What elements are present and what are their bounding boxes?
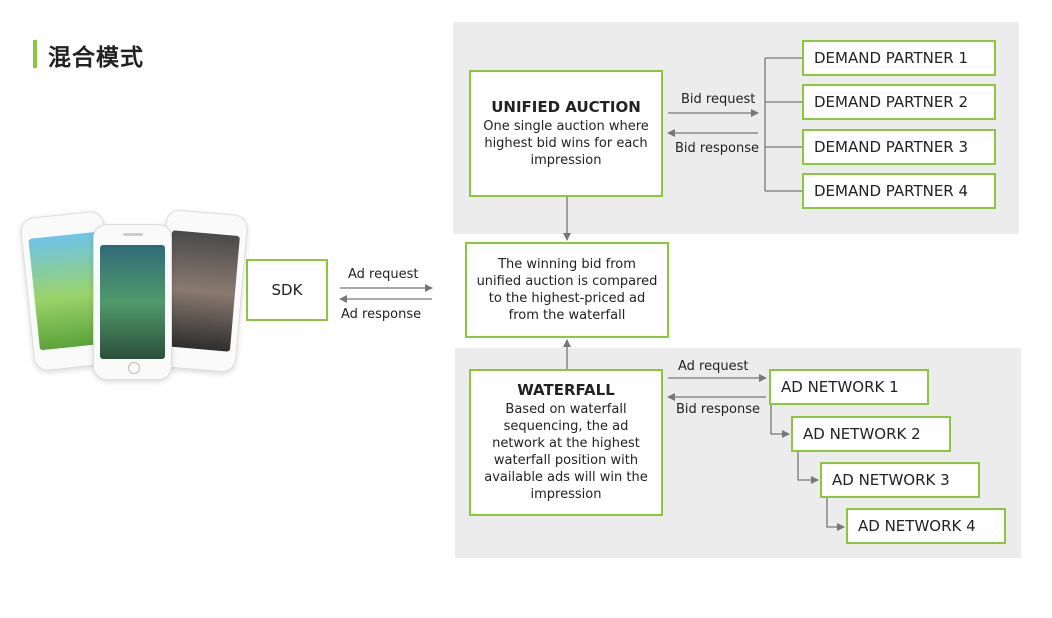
- sdk-ad-request-label: Ad request: [348, 267, 419, 282]
- demand-partner-4: DEMAND PARTNER 4: [802, 173, 996, 209]
- sdk-label: SDK: [271, 280, 303, 299]
- ad-network-3: AD NETWORK 3: [820, 462, 980, 498]
- comparison-line-3: to the highest-priced ad: [488, 291, 646, 306]
- sdk-ad-response-label: Ad response: [341, 307, 422, 322]
- phone-center-screen: [100, 245, 165, 359]
- comparison-box: The winning bid from unified auction is …: [465, 242, 669, 338]
- demand-partner-3: DEMAND PARTNER 3: [802, 129, 996, 165]
- ad-network-2: AD NETWORK 2: [791, 416, 951, 452]
- phone-right-screen: [162, 230, 240, 352]
- unified-auction-line-2: highest bid wins for each: [484, 135, 648, 151]
- unified-auction-line-1: One single auction where: [483, 118, 649, 134]
- unified-auction-heading: UNIFIED AUCTION: [491, 97, 641, 116]
- waterfall-heading: WATERFALL: [517, 381, 615, 399]
- ad-network-1: AD NETWORK 1: [769, 369, 929, 405]
- waterfall-line-6: impression: [530, 487, 602, 502]
- network-3-to-4-connector: [826, 498, 845, 531]
- comparison-line-2: unified auction is compared: [476, 274, 658, 289]
- waterfall-line-4: waterfall position with: [493, 453, 639, 468]
- ad-network-4: AD NETWORK 4: [846, 508, 1006, 544]
- network-2-to-3-connector: [797, 451, 819, 484]
- unified-auction-box: UNIFIED AUCTION One single auction where…: [469, 70, 663, 197]
- waterfall-line-3: network at the highest: [492, 436, 640, 451]
- phone-center-speaker: [122, 233, 143, 236]
- demand-partner-2: DEMAND PARTNER 2: [802, 84, 996, 120]
- waterfall-box: WATERFALL Based on waterfall sequencing,…: [469, 369, 663, 516]
- unified-auction-line-3: impression: [530, 152, 602, 168]
- waterfall-line-5: available ads will win the: [484, 470, 648, 485]
- sdk-box: SDK: [246, 259, 328, 321]
- waterfall-ad-request-label: Ad request: [678, 359, 749, 374]
- waterfall-line-2: sequencing, the ad: [503, 419, 629, 434]
- waterfall-bid-response-label: Bid response: [676, 402, 760, 417]
- title-accent-bar: [33, 40, 37, 68]
- phone-center-home-button: [127, 362, 140, 374]
- auction-bid-response-label: Bid response: [675, 141, 759, 156]
- network-1-to-2-connector: [770, 405, 790, 438]
- page-title: 混合模式: [48, 45, 144, 71]
- auction-bid-request-label: Bid request: [681, 92, 756, 107]
- comparison-line-1: The winning bid from: [498, 257, 636, 272]
- demand-partner-1: DEMAND PARTNER 1: [802, 40, 996, 76]
- comparison-line-4: from the waterfall: [508, 308, 626, 323]
- waterfall-line-1: Based on waterfall: [505, 402, 627, 417]
- phone-center: [93, 224, 172, 380]
